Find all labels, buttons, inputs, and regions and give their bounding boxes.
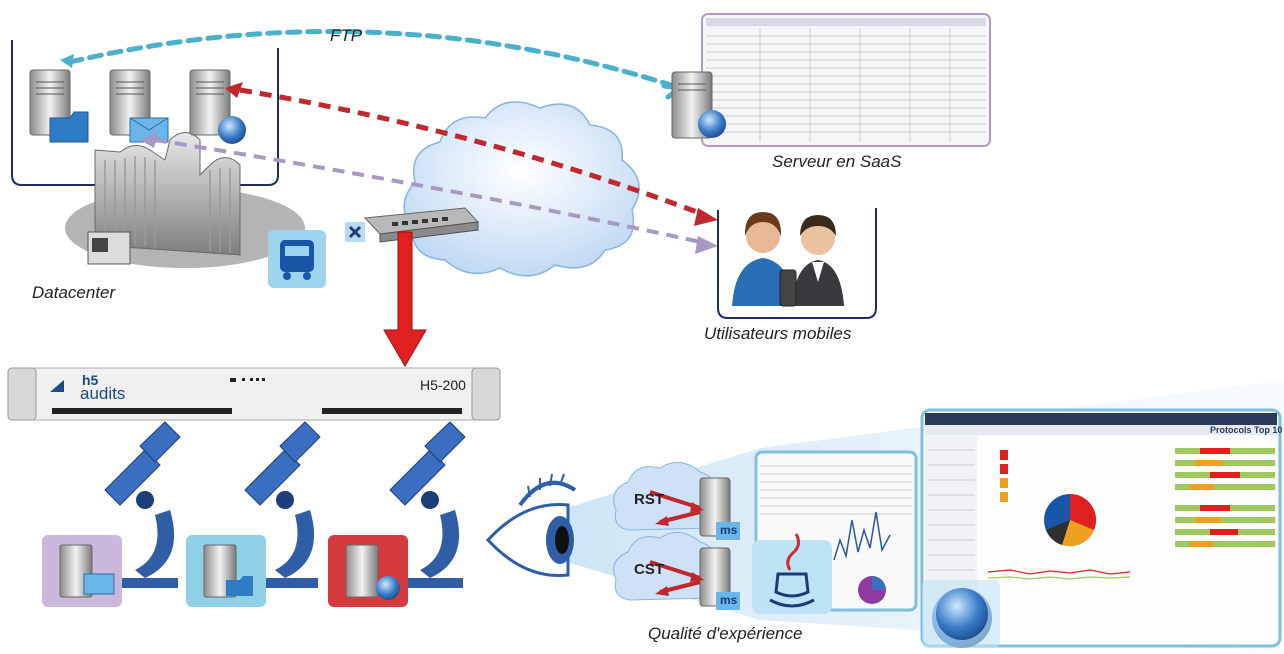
cst-label: CST: [634, 561, 664, 578]
rst-label: RST: [634, 491, 664, 508]
appliance-brand-bottom: audits: [80, 384, 126, 403]
tap-x-icon: [345, 222, 365, 242]
appliance-brand-top: h5: [82, 372, 99, 388]
rst-unit: ms: [720, 523, 738, 537]
appliance-model: H5-200: [420, 377, 466, 393]
cst-cloud-icon: [613, 531, 740, 610]
mobile-users-label: Utilisateurs mobiles: [704, 324, 852, 343]
ftp-flow-line: [60, 29, 683, 100]
java-icon: [752, 533, 832, 614]
mobile-flow-red: [225, 82, 718, 226]
saas-server-window: [671, 13, 991, 147]
cst-unit: ms: [720, 593, 738, 607]
dashboard-title: Protocols Top 10: [1210, 425, 1283, 435]
ftp-label: FTP: [330, 26, 363, 45]
saas-label: Serveur en SaaS: [772, 152, 902, 171]
eye-icon: [485, 473, 577, 578]
truck-icon: [268, 230, 326, 288]
microscope-icon-1: [42, 421, 181, 607]
mobile-flow-purple: [140, 132, 718, 254]
mobile-users-icon: [717, 208, 877, 319]
qoe-label: Qualité d'expérience: [648, 624, 803, 643]
web-server-icon: [189, 69, 246, 144]
tap-arrow: [383, 231, 427, 367]
mail-server-icon: [109, 69, 169, 143]
datacenter-frame: [11, 40, 326, 288]
dashboard-window: [920, 408, 1282, 648]
microscope-icon-2: [186, 421, 321, 607]
microscope-icon-3: [328, 421, 466, 607]
ftp-server-icon: [29, 69, 89, 143]
h5-appliance: [7, 367, 501, 421]
rst-cloud-icon: [613, 461, 740, 540]
datacenter-label: Datacenter: [32, 283, 116, 302]
